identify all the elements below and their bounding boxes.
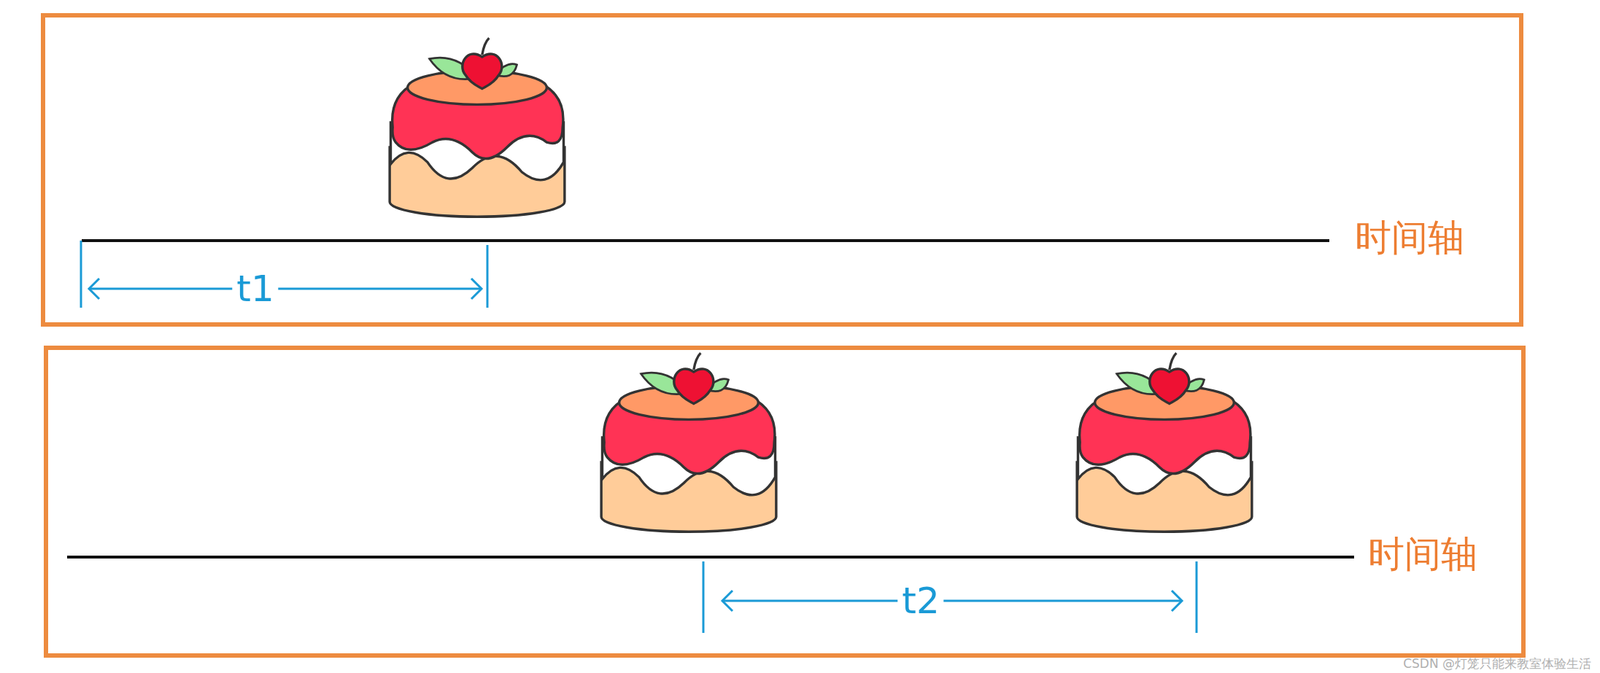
time-axis bbox=[67, 555, 1355, 559]
cake-icon bbox=[389, 37, 565, 217]
tick bbox=[702, 561, 705, 634]
cake-icon bbox=[601, 353, 777, 532]
tick bbox=[80, 240, 83, 308]
timeline-panel: 时间轴 t1 bbox=[40, 13, 1524, 327]
cake-icon bbox=[1076, 353, 1252, 532]
axis-label: 时间轴 bbox=[1354, 219, 1465, 257]
duration-label: t1 bbox=[232, 270, 278, 308]
arrow-head bbox=[471, 278, 482, 300]
arrow-head bbox=[722, 590, 733, 612]
watermark: CSDN @灯笼只能来教室体验生活 bbox=[1403, 658, 1592, 671]
tick bbox=[1195, 561, 1198, 634]
timeline-panel: 时间轴 t2 bbox=[43, 345, 1526, 659]
arrow-head bbox=[89, 278, 100, 300]
span-arrow bbox=[722, 600, 1182, 603]
axis-label: 时间轴 bbox=[1367, 536, 1478, 573]
span-arrow bbox=[89, 288, 482, 291]
arrow-head bbox=[1171, 590, 1182, 612]
tick bbox=[486, 245, 489, 308]
time-axis bbox=[81, 239, 1330, 243]
duration-label: t2 bbox=[897, 582, 944, 620]
